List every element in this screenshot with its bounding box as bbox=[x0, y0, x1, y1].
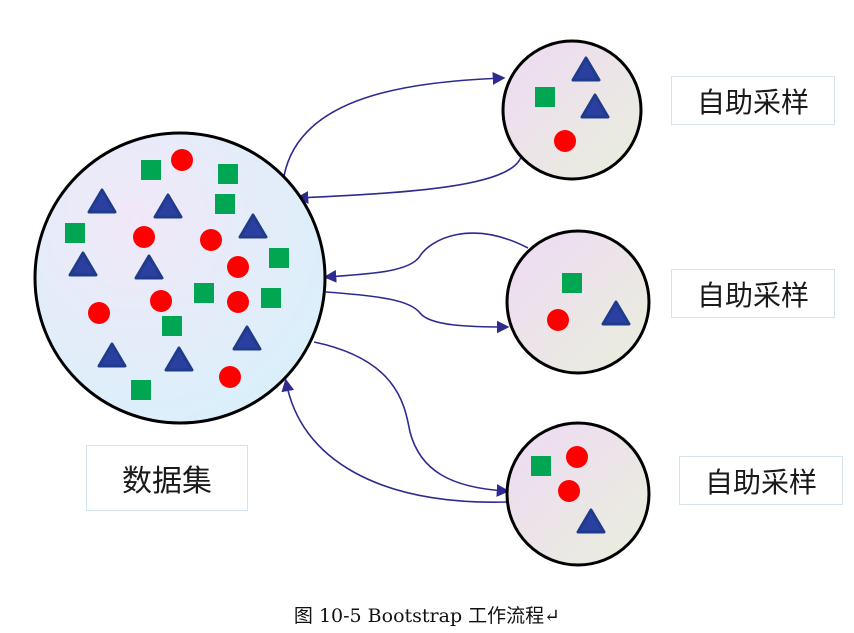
arrow-to-sample-3 bbox=[313, 341, 510, 497]
sample-items-2 bbox=[547, 273, 631, 331]
sample-circle-2 bbox=[505, 229, 651, 375]
dataset-circle bbox=[33, 131, 327, 425]
figure-caption: 图 10-5 Bootstrap 工作流程↵ bbox=[293, 605, 561, 627]
sample-triangle-marker bbox=[576, 508, 606, 534]
dataset-circle-marker bbox=[150, 290, 172, 312]
dataset-square-marker bbox=[65, 223, 85, 243]
dataset-circle-marker bbox=[133, 226, 155, 248]
sample-label-2: 自助采样 bbox=[671, 269, 835, 318]
sample-triangle-marker bbox=[571, 56, 601, 82]
dataset-circle-marker bbox=[227, 256, 249, 278]
dataset-circle-marker bbox=[171, 149, 193, 171]
dataset-square-marker bbox=[194, 283, 214, 303]
dataset-square-marker bbox=[261, 288, 281, 308]
dataset-label: 数据集 bbox=[86, 445, 248, 511]
arrow-from-sample-3 bbox=[281, 378, 507, 503]
dataset-circle-marker bbox=[227, 291, 249, 313]
dataset-triangle-marker bbox=[164, 346, 194, 372]
arrow-to-sample-2 bbox=[325, 291, 510, 334]
sample-square-marker bbox=[531, 456, 551, 476]
dataset-triangle-marker bbox=[232, 325, 262, 351]
sample-items-3 bbox=[531, 446, 606, 534]
sample-label-1: 自助采样 bbox=[671, 76, 835, 125]
sample-items-1 bbox=[535, 56, 610, 152]
dataset-triangle-marker bbox=[134, 254, 164, 280]
dataset-circle-marker bbox=[219, 366, 241, 388]
sample-circle-marker bbox=[547, 309, 569, 331]
sample-circle-marker bbox=[558, 480, 580, 502]
sample-triangle-marker bbox=[601, 300, 631, 326]
sample-triangle-marker bbox=[580, 93, 610, 119]
dataset-triangle-marker bbox=[87, 188, 117, 214]
sample-label-3: 自助采样 bbox=[679, 456, 843, 505]
dataset-triangle-marker bbox=[97, 342, 127, 368]
dataset-triangle-marker bbox=[238, 213, 268, 239]
arrow-to-sample-1 bbox=[283, 72, 506, 177]
dataset-square-marker bbox=[269, 248, 289, 268]
dataset-square-marker bbox=[141, 160, 161, 180]
sample-square-marker bbox=[562, 273, 582, 293]
dataset-square-marker bbox=[131, 380, 151, 400]
dataset-square-marker bbox=[215, 194, 235, 214]
sample-circle-1 bbox=[501, 39, 643, 181]
bootstrap-diagram bbox=[33, 39, 651, 567]
dataset-circle-marker bbox=[200, 229, 222, 251]
dataset-circle-marker bbox=[88, 302, 110, 324]
sample-circle-marker bbox=[566, 446, 588, 468]
dataset-triangle-marker bbox=[68, 251, 98, 277]
arrow-from-sample-2 bbox=[323, 232, 529, 283]
sample-square-marker bbox=[535, 87, 555, 107]
dataset-square-marker bbox=[218, 164, 238, 184]
dataset-items bbox=[65, 149, 289, 400]
arrow-from-sample-1 bbox=[295, 156, 522, 204]
dataset-square-marker bbox=[162, 316, 182, 336]
sample-circle-marker bbox=[554, 130, 576, 152]
dataset-triangle-marker bbox=[153, 193, 183, 219]
